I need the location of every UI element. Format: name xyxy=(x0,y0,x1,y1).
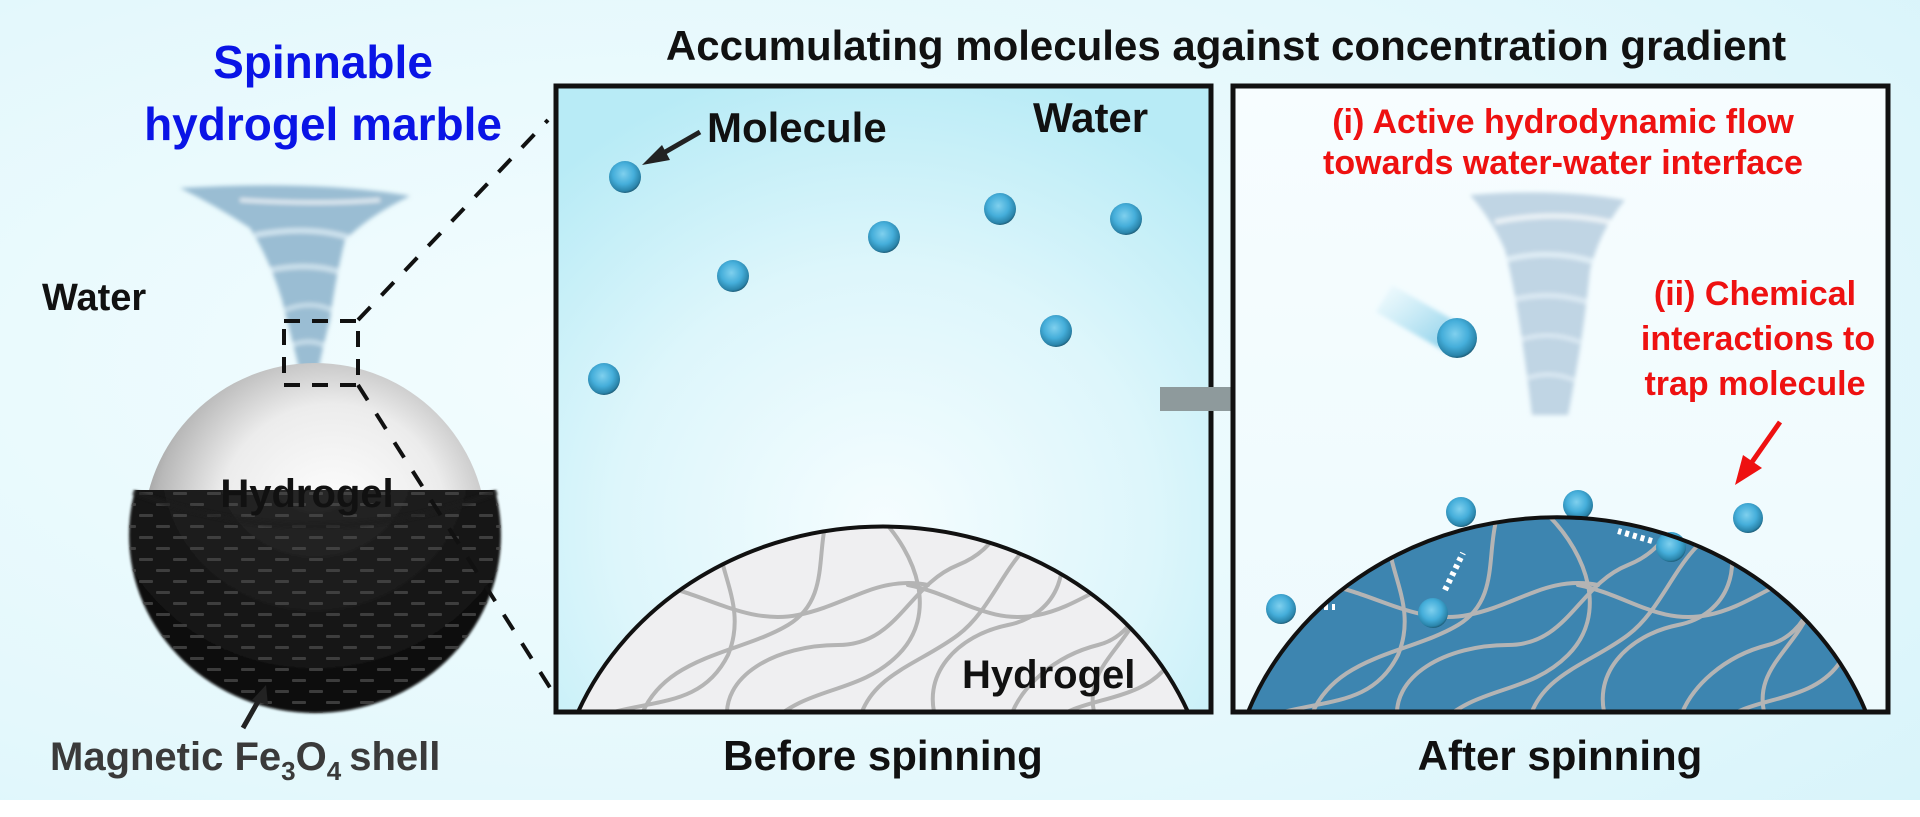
annotation-ii-pointer-arrow xyxy=(1735,420,1783,485)
after-panel: (i) Active hydrodynamic flow towards wat… xyxy=(1230,83,1891,715)
after-hydrogel xyxy=(1248,517,1866,712)
marble-heading-line1: Spinnable xyxy=(213,36,433,88)
molecule xyxy=(609,161,641,193)
molecule xyxy=(1110,203,1142,235)
molecule xyxy=(1040,315,1072,347)
moving-molecule xyxy=(1376,285,1477,358)
molecule-label: Molecule xyxy=(707,104,887,151)
hydrogen-bond xyxy=(1617,528,1653,544)
before-hydrogel-label: Hydrogel xyxy=(962,653,1135,697)
molecule xyxy=(984,193,1016,225)
after-caption: After spinning xyxy=(1418,732,1703,779)
polymer-strand xyxy=(636,526,930,712)
shell-label-sub2: 4 xyxy=(327,756,342,786)
before-hydrogel-outline xyxy=(576,524,1190,713)
before-molecules xyxy=(588,161,1142,395)
polymer-strand xyxy=(930,526,1065,712)
before-panel: Molecule Water Hydrogel xyxy=(553,83,1214,715)
shell-label-mid: O xyxy=(296,735,327,779)
annotation-i-line2: towards water-water interface xyxy=(1323,144,1803,182)
trapped-molecule xyxy=(1563,490,1593,520)
before-hydrogel xyxy=(578,526,1188,712)
zoom-line-top xyxy=(356,118,550,322)
trapped-molecule xyxy=(1733,503,1763,533)
polymer-strand xyxy=(1526,517,1793,712)
annotation-ii-line2: interactions to xyxy=(1641,320,1875,358)
after-polymer-network xyxy=(1248,517,1866,712)
molecule xyxy=(1437,318,1477,358)
before-caption: Before spinning xyxy=(723,732,1043,779)
polymer-strand xyxy=(1600,517,1735,712)
shell-label-prefix: Magnetic Fe xyxy=(50,735,281,779)
marble-heading-line2: hydrogel marble xyxy=(144,98,502,150)
shell-pointer-arrow xyxy=(240,685,268,730)
bottom-margin xyxy=(0,800,1920,817)
shell-label-suffix: shell xyxy=(349,735,440,779)
figure-title: Accumulating molecules against concentra… xyxy=(666,22,1786,69)
hydrogen-bond xyxy=(1442,551,1466,592)
molecule-pointer-arrow xyxy=(642,129,702,165)
left-water-label: Water xyxy=(42,277,146,319)
molecule xyxy=(717,260,749,292)
trapped-molecule xyxy=(1418,598,1448,628)
before-water-label: Water xyxy=(1033,94,1148,141)
polymer-strand xyxy=(724,526,1014,712)
annotation-ii-line3: trap molecule xyxy=(1644,365,1865,403)
left-panel: Spinnable hydrogel marble Water Hydrogel xyxy=(42,36,565,786)
annotation-i-line1: (i) Active hydrodynamic flow xyxy=(1332,103,1794,141)
polymer-strand xyxy=(578,526,830,712)
polymer-strand xyxy=(1248,517,1500,712)
zoom-region-box xyxy=(282,319,360,387)
trapped-molecule xyxy=(1266,594,1296,624)
polymer-strand xyxy=(1326,581,1600,619)
after-vortex-icon xyxy=(1470,192,1625,415)
after-hydrogel-outline xyxy=(1246,515,1868,713)
molecule xyxy=(868,221,900,253)
polymer-strand xyxy=(1306,517,1600,712)
after-panel-frame xyxy=(1230,83,1891,715)
molecule xyxy=(588,363,620,395)
vortex-icon xyxy=(180,185,410,372)
polymer-strand xyxy=(856,526,1123,712)
marble-hydrogel-label: Hydrogel xyxy=(220,472,393,516)
magnetic-shell xyxy=(129,490,501,713)
trapped-molecule xyxy=(1446,497,1476,527)
polymer-strand xyxy=(656,581,930,619)
after-molecules xyxy=(1266,490,1763,628)
hydrogel-marble xyxy=(129,363,501,713)
shell-label-sub1: 3 xyxy=(281,756,295,786)
annotation-ii-line1: (ii) Chemical xyxy=(1654,275,1856,313)
zoom-line-bottom xyxy=(356,383,565,710)
